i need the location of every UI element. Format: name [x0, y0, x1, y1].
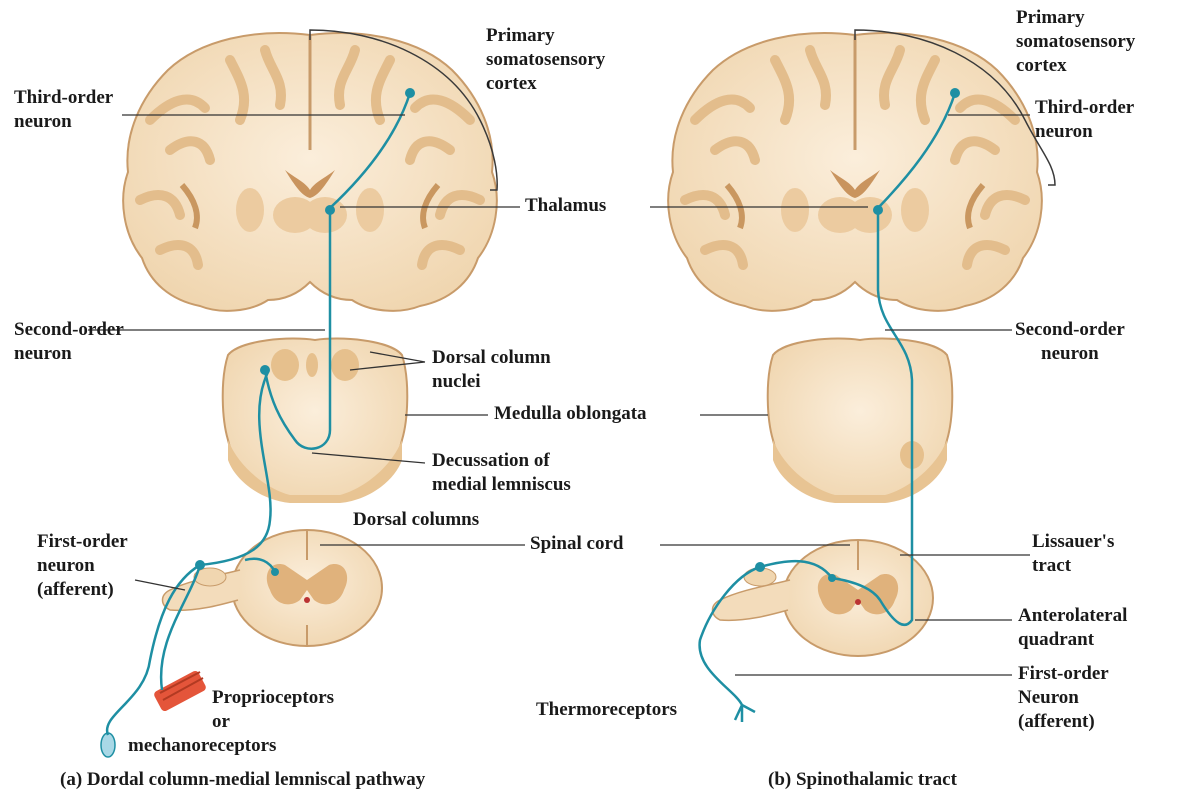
left-brain-section [123, 33, 497, 311]
left-spinal-cord-section [163, 530, 383, 646]
right-panel-figure [650, 30, 1055, 722]
receptors-label: Proprioceptors or mechanoreceptors [128, 686, 334, 758]
right-second-order-label: Second-order neuron [1015, 318, 1125, 366]
decussation-label: Decussation of medial lemniscus [432, 449, 571, 497]
thalamus-label: Thalamus [525, 194, 606, 218]
lissauer-tract-label: Lissauer's tract [1032, 530, 1114, 578]
left-second-order-label: Second-order neuron [14, 318, 124, 366]
right-first-order-label: First-order Neuron (afferent) [1018, 662, 1109, 734]
left-first-order-label: First-order neuron (afferent) [37, 530, 128, 602]
left-caption: (a) Dordal column-medial lemniscal pathw… [60, 768, 425, 792]
anterolateral-quadrant-label: Anterolateral quadrant [1018, 604, 1127, 652]
left-medulla-section [223, 339, 408, 503]
left-primary-cortex-label: Primary somatosensory cortex [486, 24, 605, 96]
medulla-label: Medulla oblongata [494, 402, 647, 426]
right-third-order-label: Third-order neuron [1035, 96, 1134, 144]
right-spinal-cord-section [713, 540, 934, 656]
dorsal-column-nuclei-label: Dorsal column nuclei [432, 346, 551, 394]
spinal-cord-label: Spinal cord [530, 532, 623, 556]
dorsal-columns-label: Dorsal columns [353, 508, 479, 532]
right-primary-cortex-label: Primary somatosensory cortex [1016, 6, 1135, 78]
left-mechanoreceptor-graphic [101, 733, 115, 757]
left-third-order-label: Third-order neuron [14, 86, 113, 134]
thermoreceptors-label: Thermoreceptors [536, 698, 677, 722]
right-caption: (b) Spinothalamic tract [768, 768, 957, 792]
right-brain-section [668, 33, 1042, 311]
right-medulla-section [768, 339, 953, 503]
